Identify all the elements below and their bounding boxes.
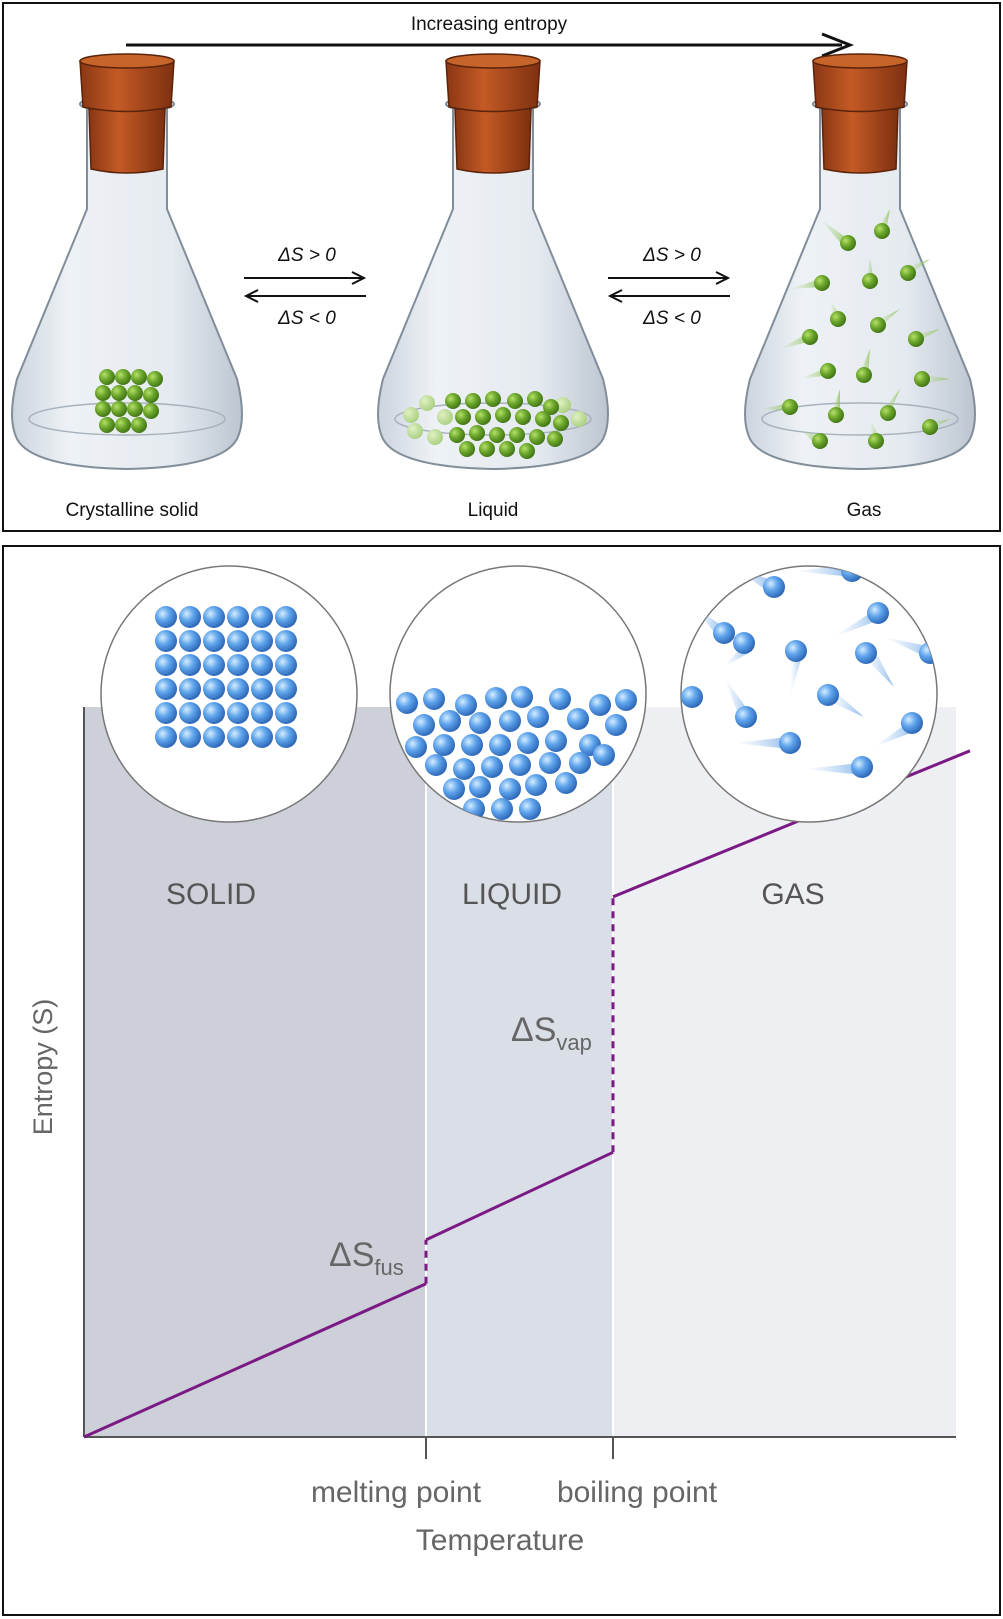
entropy-segment-solid xyxy=(83,1282,427,1439)
gas-molecules xyxy=(760,209,950,449)
flask-label-solid: Crystalline solid xyxy=(65,500,198,521)
entropy-line xyxy=(83,749,971,1439)
solid-particles-circle xyxy=(100,565,358,823)
solid-region xyxy=(84,707,426,1437)
x-axis-label: Temperature xyxy=(416,1524,584,1557)
transition-solid-liquid: ΔS > 0 ΔS < 0 xyxy=(243,245,367,329)
region-label-liquid: LIQUID xyxy=(462,878,562,911)
liquid-molecules xyxy=(403,391,587,459)
solid-crystal xyxy=(95,369,163,433)
entropy-segment-gas xyxy=(612,749,971,899)
y-axis-label: Entropy (S) xyxy=(28,999,58,1136)
liquid-particles-circle xyxy=(389,565,647,823)
flask-label-liquid: Liquid xyxy=(468,500,519,521)
flask-gas xyxy=(744,53,976,470)
delta-s-positive-label: ΔS > 0 xyxy=(642,245,701,266)
tick-label-melting-point: melting point xyxy=(311,1476,482,1509)
entropy-segment-liquid xyxy=(425,1150,614,1242)
entropy-temperature-chart: SOLID LIQUID GAS ΔSfus ΔSvap Entropy (S)… xyxy=(28,565,971,1557)
region-label-gas: GAS xyxy=(761,878,824,911)
flask-liquid xyxy=(377,53,609,470)
tick-label-boiling-point: boiling point xyxy=(557,1476,718,1509)
flask-solid xyxy=(11,53,243,470)
gas-region xyxy=(613,707,956,1437)
gas-particles-circle xyxy=(680,565,938,823)
flask-label-gas: Gas xyxy=(847,500,882,521)
transition-liquid-gas: ΔS > 0 ΔS < 0 xyxy=(607,245,731,329)
increasing-entropy-label: Increasing entropy xyxy=(411,14,568,35)
liquid-region xyxy=(426,707,613,1437)
phase-flasks-panel: Increasing entropy Crystalline solid Liq… xyxy=(2,2,1001,532)
entropy-arrowhead xyxy=(821,32,855,58)
delta-s-fus-label: ΔSfus xyxy=(329,1236,404,1280)
delta-s-vap-label: ΔSvap xyxy=(511,1011,592,1055)
flasks-illustration: Increasing entropy Crystalline solid Liq… xyxy=(11,14,976,521)
delta-s-positive-label: ΔS > 0 xyxy=(277,245,336,266)
delta-s-negative-label: ΔS < 0 xyxy=(277,308,336,329)
delta-s-negative-label: ΔS < 0 xyxy=(642,308,701,329)
entropy-chart-panel: SOLID LIQUID GAS ΔSfus ΔSvap Entropy (S)… xyxy=(2,545,1001,1616)
region-label-solid: SOLID xyxy=(166,878,256,911)
